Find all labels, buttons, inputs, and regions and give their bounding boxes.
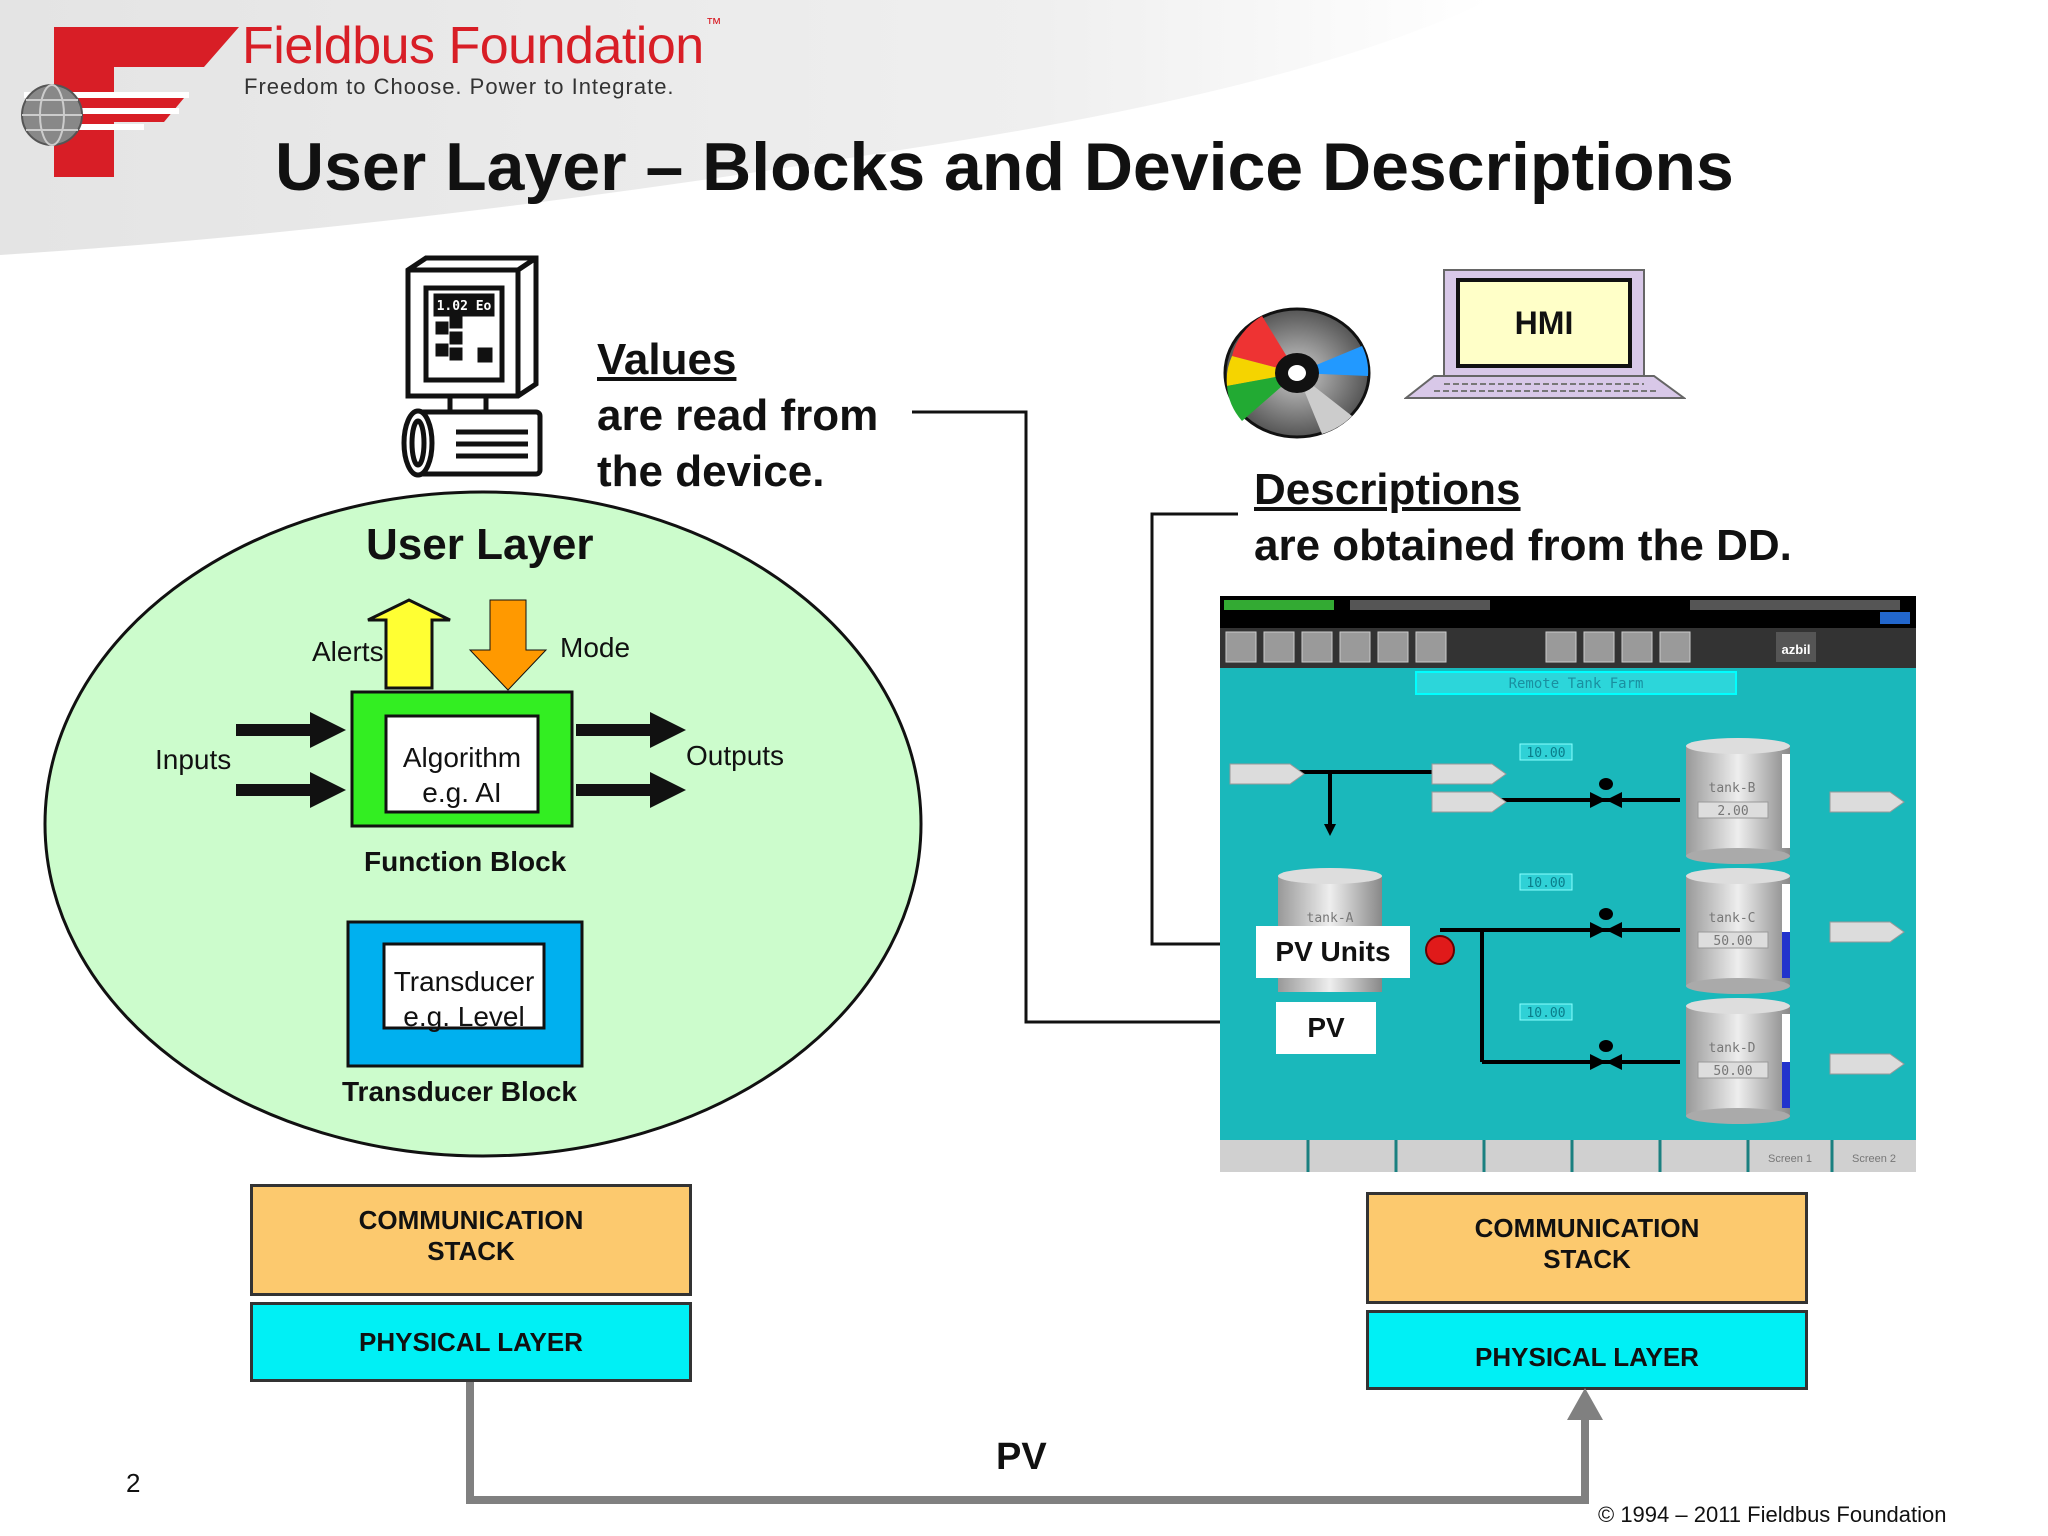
right-comm-line-2: STACK: [1543, 1244, 1631, 1274]
hmi-tab-2[interactable]: Screen 2: [1852, 1153, 1896, 1165]
descriptions-line-1: are obtained from the DD.: [1254, 521, 1792, 570]
function-block-label: Function Block: [364, 846, 567, 877]
left-comm-line-2: STACK: [427, 1236, 515, 1266]
algorithm-line-1: Algorithm: [402, 742, 522, 773]
tank-b-value: 2.00: [1717, 804, 1748, 819]
user-layer-title: User Layer: [366, 520, 594, 569]
page-number: 2: [126, 1468, 141, 1498]
flow-value-2: 10.00: [1526, 876, 1565, 891]
bottom-pv-label: PV: [996, 1436, 1047, 1478]
algorithm-line-2: e.g. AI: [422, 777, 502, 808]
header-background: [0, 0, 1490, 255]
user-layer-diagram: [43, 490, 923, 1158]
transducer-block-label: Transducer Block: [342, 1076, 577, 1107]
hmi-tab-1[interactable]: Screen 1: [1768, 1153, 1812, 1165]
tank-c-name: tank-C: [1709, 911, 1756, 926]
mode-label: Mode: [560, 632, 631, 663]
algorithm-box: [384, 714, 540, 814]
right-physical-layer: PHYSICAL LAYER: [1366, 1310, 1808, 1390]
values-line-1: are read from: [597, 391, 879, 440]
pv-units-tag: PV Units: [1256, 926, 1410, 978]
values-heading: Values: [597, 335, 737, 384]
outputs-label: Outputs: [686, 740, 785, 771]
descriptions-note: Descriptions are obtained from the DD.: [1254, 462, 1792, 574]
hmi-panel-title: Remote Tank Farm: [1509, 676, 1644, 692]
flow-value-3: 10.00: [1526, 1006, 1565, 1021]
inputs-label: Inputs: [155, 744, 232, 775]
left-communication-stack: COMMUNICATION STACK: [250, 1184, 692, 1296]
transducer-line-1: Transducer: [393, 966, 535, 997]
flow-value-1: 10.00: [1526, 746, 1565, 761]
tank-d-value: 50.00: [1713, 1064, 1752, 1079]
left-comm-line-1: COMMUNICATION: [358, 1205, 584, 1235]
alerts-arrow: [367, 598, 451, 690]
tank-c: tank-C 50.00: [1686, 868, 1790, 994]
hmi-brand: azbil: [1782, 642, 1811, 657]
slide-title: User Layer – Blocks and Device Descripti…: [275, 129, 1734, 205]
input-arrows: [236, 712, 346, 808]
right-communication-stack: COMMUNICATION STACK: [1366, 1192, 1808, 1304]
tank-b-name: tank-B: [1709, 781, 1756, 796]
hmi-label: HMI: [1514, 305, 1574, 341]
hmi-screen: azbil Remote Tank Farm 10.00 10.00 10: [1220, 596, 1916, 1172]
tank-d-name: tank-D: [1709, 1041, 1756, 1056]
tank-c-value: 50.00: [1713, 934, 1752, 949]
copyright: © 1994 – 2011 Fieldbus Foundation: [1598, 1502, 1947, 1527]
values-line-2: the device.: [597, 447, 825, 496]
algorithm-text: Algorithm e.g. AI: [386, 740, 538, 810]
values-note: Values are read from the device.: [597, 332, 878, 500]
descriptions-heading: Descriptions: [1254, 465, 1521, 514]
tank-d: tank-D 50.00: [1686, 998, 1790, 1124]
transducer-text: Transducer e.g. Level: [384, 964, 544, 1034]
right-comm-line-1: COMMUNICATION: [1474, 1213, 1700, 1243]
fieldbus-logo: [21, 27, 239, 177]
field-device-icon: 1.02 Eo: [401, 255, 543, 478]
dd-disc-icon: [1223, 307, 1371, 439]
transducer-inner-box: [382, 942, 546, 1030]
hmi-laptop-icon: [1404, 269, 1686, 399]
mode-arrow: [468, 599, 548, 691]
values-connector: [912, 410, 1272, 1037]
pv-tag: PV: [1276, 1002, 1376, 1054]
tank-a-name: tank-A: [1307, 911, 1354, 926]
tank-b: tank-B 2.00: [1686, 738, 1790, 864]
alerts-label: Alerts: [312, 636, 384, 667]
left-physical-layer: PHYSICAL LAYER: [250, 1302, 692, 1382]
brand-tagline: Freedom to Choose. Power to Integrate.: [244, 74, 675, 99]
output-arrows: [576, 712, 686, 808]
device-display-text: 1.02 Eo: [437, 299, 492, 314]
transducer-line-2: e.g. Level: [403, 1001, 525, 1032]
